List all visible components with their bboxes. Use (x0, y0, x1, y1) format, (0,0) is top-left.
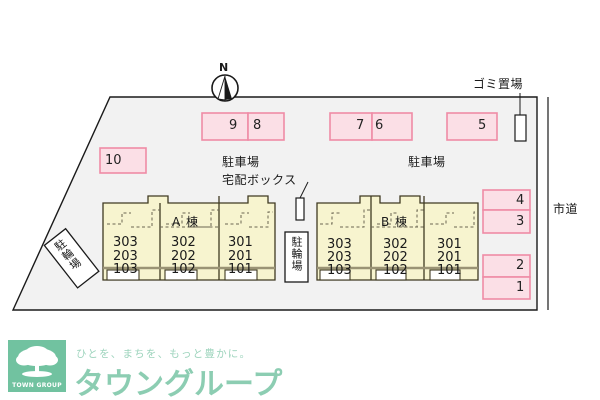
parking-space-2-label: 2 (516, 258, 525, 273)
parking-space-5-label: 5 (478, 118, 487, 133)
parking-space-3-shape[interactable] (482, 209, 531, 234)
parking-space-10-label: 10 (105, 153, 122, 168)
parking-space-1-shape[interactable] (482, 276, 531, 300)
room-label-b-303: 303 (327, 237, 352, 252)
city-road-label: 市道 (553, 202, 579, 216)
room-label-a-301: 301 (228, 235, 253, 250)
delivery-box-leader-line (299, 181, 309, 199)
site-plan-vector (11, 74, 549, 311)
room-label-a-102: 102 (171, 262, 196, 277)
parking-space-8-shape[interactable] (247, 112, 285, 141)
compass-rose (211, 74, 239, 102)
garbage-area-marker-group (514, 93, 527, 142)
compass-needle-dark (225, 76, 232, 100)
building-a-entry-2 (164, 269, 198, 281)
parking-space-9-label: 9 (229, 118, 238, 133)
brand-company-name: タウングループ (74, 367, 283, 400)
garbage-area-label: ゴミ置場 (473, 77, 524, 91)
parking-space-7-label: 7 (356, 118, 365, 133)
building-a-entry-3 (224, 269, 258, 281)
parking-column-right (482, 189, 531, 300)
bicycle-parking-center-label: 駐輪場 (290, 236, 303, 272)
parking-space-6-shape[interactable] (371, 112, 413, 141)
parking-space-7-shape[interactable] (329, 112, 373, 141)
garbage-area-marker (514, 114, 527, 142)
parking-space-8-label: 8 (253, 118, 262, 133)
building-b-interior-dashes (320, 209, 477, 228)
bicycle-parking-center-shape (284, 231, 309, 283)
building-a-outline (102, 195, 276, 281)
delivery-box-marker (295, 197, 305, 221)
room-label-a-203: 203 (113, 249, 138, 264)
parking-space-3-label: 3 (516, 214, 525, 229)
delivery-box-label: 宅配ボックス (222, 173, 297, 187)
parking-space-1-label: 1 (516, 280, 525, 295)
delivery-box-marker-group (295, 181, 309, 221)
site-plan-canvas: N ゴミ置場 9 8 7 6 5 10 4 3 2 1 駐車場 駐車場 宅配ボッ… (11, 61, 579, 311)
parking-space-10-shape[interactable] (99, 147, 147, 174)
parking-space-6-label: 6 (375, 118, 384, 133)
bicycle-parking-left-group (43, 227, 100, 289)
parking-space-9-shape[interactable] (201, 112, 249, 141)
bicycle-parking-left-shape (43, 227, 100, 289)
parking-row-top (201, 112, 498, 141)
brand-tagline: ひとを、まちを、もっと豊かに。 (76, 348, 252, 360)
parking-space-4-label: 4 (516, 193, 525, 208)
town-group-mark-text: TOWN GROUP (12, 382, 62, 389)
room-label-a-201: 201 (228, 249, 253, 264)
parking-label-left: 駐車場 (222, 155, 260, 169)
room-label-b-203: 203 (327, 250, 352, 265)
building-b-footprint (316, 195, 479, 281)
room-label-a-302: 302 (171, 235, 196, 250)
room-label-a-103: 103 (113, 262, 138, 277)
room-label-b-201: 201 (437, 250, 462, 265)
building-a-footprint (102, 195, 276, 281)
parking-space-5-shape[interactable] (446, 112, 498, 141)
brand-footer: TOWN GROUP ひとを、まちを、もっと豊かに。 タウングループ (0, 325, 600, 400)
room-label-b-202: 202 (383, 250, 408, 265)
building-b-entry-2 (375, 269, 407, 281)
building-b-label: B 棟 (381, 215, 409, 229)
town-group-logo-mark: TOWN GROUP (8, 340, 66, 392)
building-b-entry-3 (429, 269, 461, 281)
room-label-b-102: 102 (383, 263, 408, 278)
room-label-b-101: 101 (437, 263, 462, 278)
building-b-entry-1 (319, 269, 351, 281)
room-label-b-302: 302 (383, 237, 408, 252)
tree-icon (16, 346, 58, 377)
building-b-outline (316, 195, 479, 281)
building-a-label: A 棟 (172, 215, 200, 229)
room-label-b-103: 103 (327, 263, 352, 278)
building-a-interior-dashes (107, 209, 273, 228)
compass-north-label: N (219, 61, 229, 74)
parking-label-right: 駐車場 (408, 155, 446, 169)
room-label-a-303: 303 (113, 235, 138, 250)
room-label-a-202: 202 (171, 249, 196, 264)
building-a-entry-1 (106, 269, 140, 281)
room-label-b-301: 301 (437, 237, 462, 252)
room-label-a-101: 101 (228, 262, 253, 277)
